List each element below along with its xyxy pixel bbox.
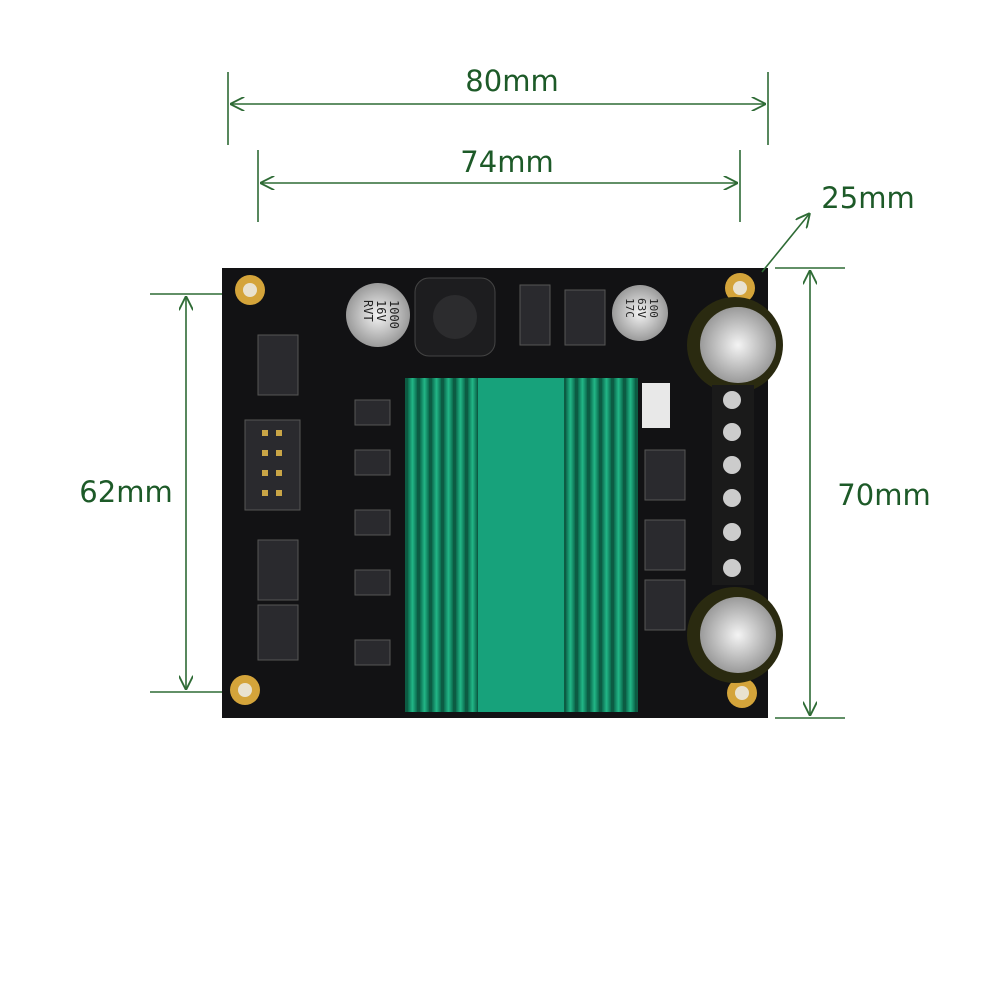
overall-depth-label: 70mm	[837, 478, 930, 512]
large-capacitors	[687, 297, 783, 683]
pin-header	[262, 430, 282, 496]
heatsink-fin	[408, 378, 417, 712]
hole-spacing-width-label: 74mm	[460, 145, 553, 179]
heatsink-fin	[578, 378, 587, 712]
heatsink-fin	[566, 378, 575, 712]
height-label: 25mm	[821, 181, 914, 215]
svg-text:17C: 17C	[623, 298, 636, 318]
heatsink-fin	[432, 378, 441, 712]
svg-text:RVT: RVT	[361, 300, 375, 322]
hole-spacing-depth-label: 62mm	[79, 475, 172, 509]
heatsink-fin	[468, 378, 477, 712]
overall-width-label: 80mm	[465, 64, 558, 98]
heatsink-fin	[444, 378, 453, 712]
left-components	[244, 284, 686, 666]
pcb-board: 1000 16V RVT 100 63V 17C	[222, 268, 783, 718]
mounting-holes	[230, 273, 757, 708]
heatsink	[405, 378, 638, 712]
heatsink-fin	[614, 378, 623, 712]
svg-text:16V: 16V	[374, 300, 388, 322]
heatsink-fin	[626, 378, 635, 712]
inductor	[414, 277, 496, 357]
svg-text:63V: 63V	[635, 298, 648, 318]
svg-text:1000: 1000	[387, 300, 401, 329]
heatsink-fin	[590, 378, 599, 712]
capacitor-100uf: 100 63V 17C	[612, 285, 668, 341]
heatsink-fin	[456, 378, 465, 712]
heatsink-fin	[420, 378, 429, 712]
capacitor-1000uf: 1000 16V RVT	[346, 283, 410, 347]
dimension-lines	[150, 72, 845, 719]
screw-terminal	[712, 385, 754, 585]
heatsink-fin	[602, 378, 611, 712]
svg-text:100: 100	[647, 298, 660, 318]
connector	[642, 383, 670, 428]
